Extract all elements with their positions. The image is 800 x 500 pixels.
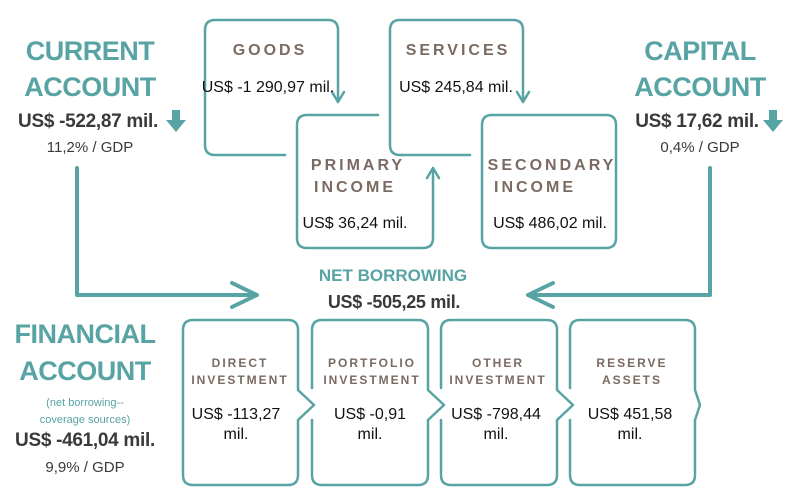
current-account-pct: 11,2% / GDP xyxy=(46,139,134,156)
financial-item-title-line1: OTHER xyxy=(472,356,524,370)
financial-account-title-line1: FINANCIAL xyxy=(14,319,156,349)
financial-item-value-line1: US$ -113,27 xyxy=(191,406,281,423)
financial-account-note-line1: (net borrowing-- xyxy=(46,397,124,409)
secondary-income-title-line1: SECONDARY xyxy=(487,157,617,174)
goods-value: US$ -1 290,97 mil. xyxy=(201,79,335,96)
financial-item-value-line2: mil. xyxy=(483,426,509,443)
capital-account-connector xyxy=(528,166,712,297)
capital-account-title-line1: CAPITAL xyxy=(644,36,756,66)
goods-title: GOODS xyxy=(232,42,308,59)
services-arrowhead xyxy=(515,90,531,104)
primary-income-title-line1: PRIMARY xyxy=(310,157,406,174)
financial-item-value-line1: US$ -0,91 xyxy=(333,406,407,423)
other-investment-box xyxy=(439,318,575,487)
services-title: SERVICES xyxy=(405,42,511,59)
capital-account-title-line2: ACCOUNT xyxy=(634,72,766,102)
primary-income-arrowhead xyxy=(425,166,441,180)
secondary-income-title-line2: INCOME xyxy=(494,179,576,196)
financial-account-value: US$ -461,04 mil. xyxy=(15,430,155,451)
current-account-value: US$ -522,87 mil. xyxy=(18,111,158,132)
goods-box xyxy=(203,18,340,157)
services-box xyxy=(388,18,525,157)
financial-item-value-line2: mil. xyxy=(617,426,643,443)
financial-item-title-line2: INVESTMENT xyxy=(449,373,547,387)
capital-account-pct: 0,4% / GDP xyxy=(660,139,740,156)
financial-item-value-line1: US$ 451,58 xyxy=(587,406,673,423)
financial-account-note-line2: coverage sources) xyxy=(39,414,131,426)
financial-account-title-line2: ACCOUNT xyxy=(19,356,151,386)
financial-item-title-line1: DIRECT xyxy=(211,356,269,370)
financial-item-value-line2: mil. xyxy=(357,426,383,443)
secondary-income-box xyxy=(480,113,618,250)
current-account-title-line1: CURRENT xyxy=(25,36,155,66)
financial-item-value-line2: mil. xyxy=(223,426,249,443)
financial-item-value-line1: US$ -798,44 xyxy=(451,406,541,423)
direct-investment-box xyxy=(181,318,316,487)
financial-item-title-line2: INVESTMENT xyxy=(323,373,421,387)
current-account-connector xyxy=(75,166,257,297)
reserve-assets-box xyxy=(568,318,702,487)
primary-income-box xyxy=(295,113,435,250)
current-account-arrow-down-icon xyxy=(166,110,186,132)
current-account-arrowhead xyxy=(230,281,259,309)
capital-account-arrowhead xyxy=(526,281,555,309)
services-value: US$ 245,84 mil. xyxy=(399,79,513,96)
secondary-income-value: US$ 486,02 mil. xyxy=(493,215,607,232)
financial-account-pct: 9,9% / GDP xyxy=(45,459,125,476)
financial-item-title-line1: RESERVE xyxy=(596,356,668,370)
primary-income-title-line2: INCOME xyxy=(314,179,396,196)
net-borrowing-title: NET BORROWING xyxy=(318,266,468,285)
current-account-title-line2: ACCOUNT xyxy=(24,72,156,102)
capital-account-value: US$ 17,62 mil. xyxy=(635,111,759,132)
financial-item-title-line2: ASSETS xyxy=(601,373,663,387)
primary-income-value: US$ 36,24 mil. xyxy=(302,215,408,232)
portfolio-investment-box xyxy=(310,318,446,487)
financial-item-title-line2: INVESTMENT xyxy=(191,373,289,387)
financial-item-title-line1: PORTFOLIO xyxy=(328,356,416,370)
capital-account-arrow-down-icon xyxy=(763,110,783,132)
net-borrowing-value: US$ -505,25 mil. xyxy=(327,292,461,312)
goods-arrowhead xyxy=(330,90,346,104)
